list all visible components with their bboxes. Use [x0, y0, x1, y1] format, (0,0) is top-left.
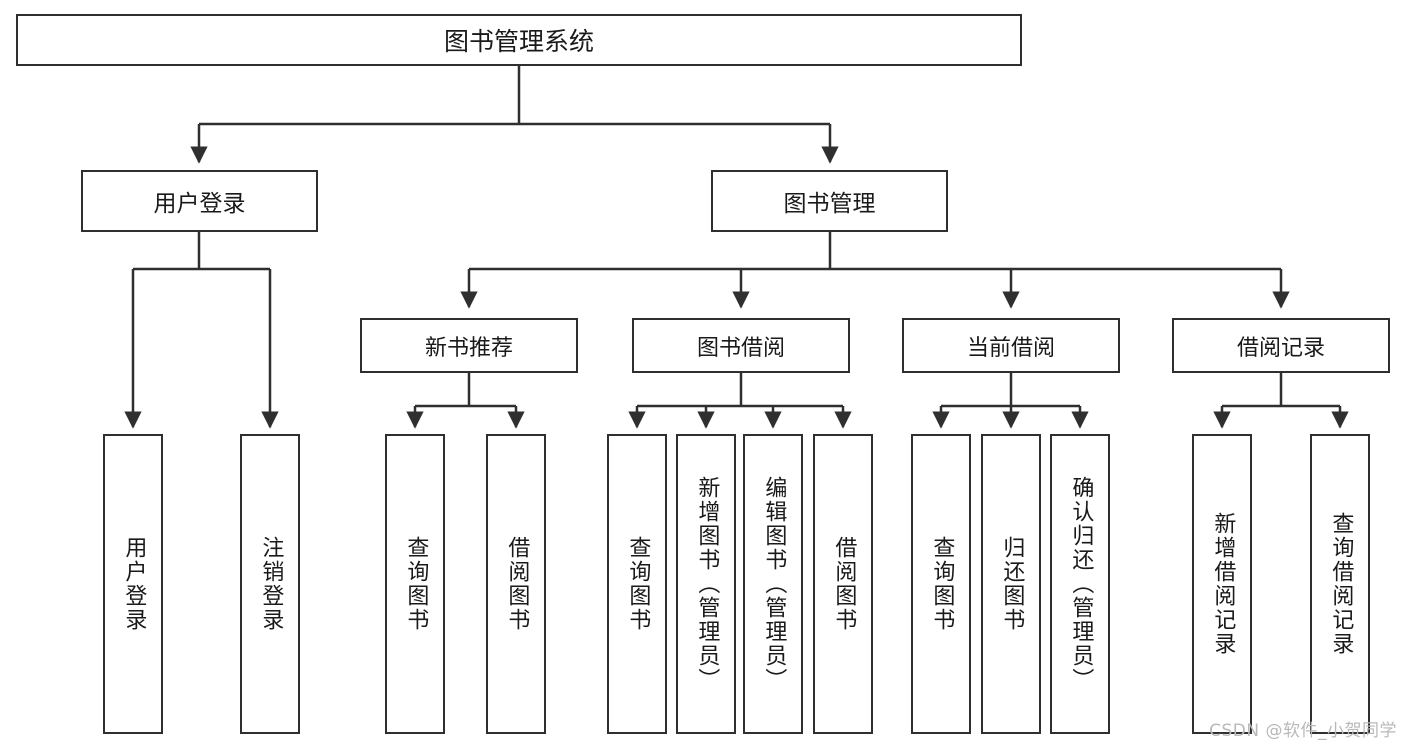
- node-label: 查询图书: [929, 536, 955, 632]
- csdn-watermark: CSDN @软件_小贺同学: [1209, 721, 1397, 741]
- node-label: 归还图书: [999, 536, 1025, 632]
- leaf-borrow-book-recommend[interactable]: 借阅图书: [486, 434, 546, 734]
- node-label: 借阅记录: [1236, 335, 1325, 361]
- leaf-logout-login[interactable]: 注销登录: [240, 434, 300, 734]
- node-book-borrow[interactable]: 图书借阅: [632, 318, 850, 373]
- leaf-return-book[interactable]: 归还图书: [981, 434, 1041, 734]
- node-label: 图书管理系统: [443, 27, 594, 56]
- node-borrow-record[interactable]: 借阅记录: [1172, 318, 1390, 373]
- node-label: 当前借阅: [966, 335, 1055, 361]
- leaf-query-book-current[interactable]: 查询图书: [911, 434, 971, 734]
- node-book-management[interactable]: 图书管理: [711, 170, 948, 232]
- node-user-login[interactable]: 用户登录: [81, 170, 318, 232]
- node-label: 查询借阅记录: [1328, 512, 1354, 656]
- leaf-confirm-return-admin[interactable]: 确认归还（管理员）: [1050, 434, 1110, 734]
- node-current-borrow[interactable]: 当前借阅: [902, 318, 1120, 373]
- leaf-edit-book-admin[interactable]: 编辑图书（管理员）: [743, 434, 803, 734]
- leaf-query-book-borrow[interactable]: 查询图书: [607, 434, 667, 734]
- leaf-add-book-admin[interactable]: 新增图书（管理员）: [676, 434, 736, 734]
- node-label: 借阅图书: [831, 536, 857, 632]
- node-label: 图书管理: [783, 191, 876, 217]
- node-new-book-recommend[interactable]: 新书推荐: [360, 318, 578, 373]
- node-label: 用户登录: [121, 536, 147, 632]
- leaf-query-book-recommend[interactable]: 查询图书: [385, 434, 445, 734]
- node-label: 借阅图书: [504, 536, 530, 632]
- leaf-borrow-book[interactable]: 借阅图书: [813, 434, 873, 734]
- node-label: 用户登录: [153, 191, 246, 217]
- node-label: 新增借阅记录: [1210, 512, 1236, 656]
- node-label: 新书推荐: [424, 335, 513, 361]
- node-label: 编辑图书（管理员）: [761, 476, 787, 692]
- node-root-book-management-system[interactable]: 图书管理系统: [16, 14, 1022, 66]
- leaf-user-login[interactable]: 用户登录: [103, 434, 163, 734]
- node-label: 查询图书: [625, 536, 651, 632]
- leaf-query-borrow-record[interactable]: 查询借阅记录: [1310, 434, 1370, 734]
- node-label: 新增图书（管理员）: [694, 476, 720, 692]
- node-label: 查询图书: [403, 536, 429, 632]
- node-label: 确认归还（管理员）: [1068, 476, 1094, 692]
- leaf-add-borrow-record[interactable]: 新增借阅记录: [1192, 434, 1252, 734]
- node-label: 图书借阅: [696, 335, 785, 361]
- node-label: 注销登录: [258, 536, 284, 632]
